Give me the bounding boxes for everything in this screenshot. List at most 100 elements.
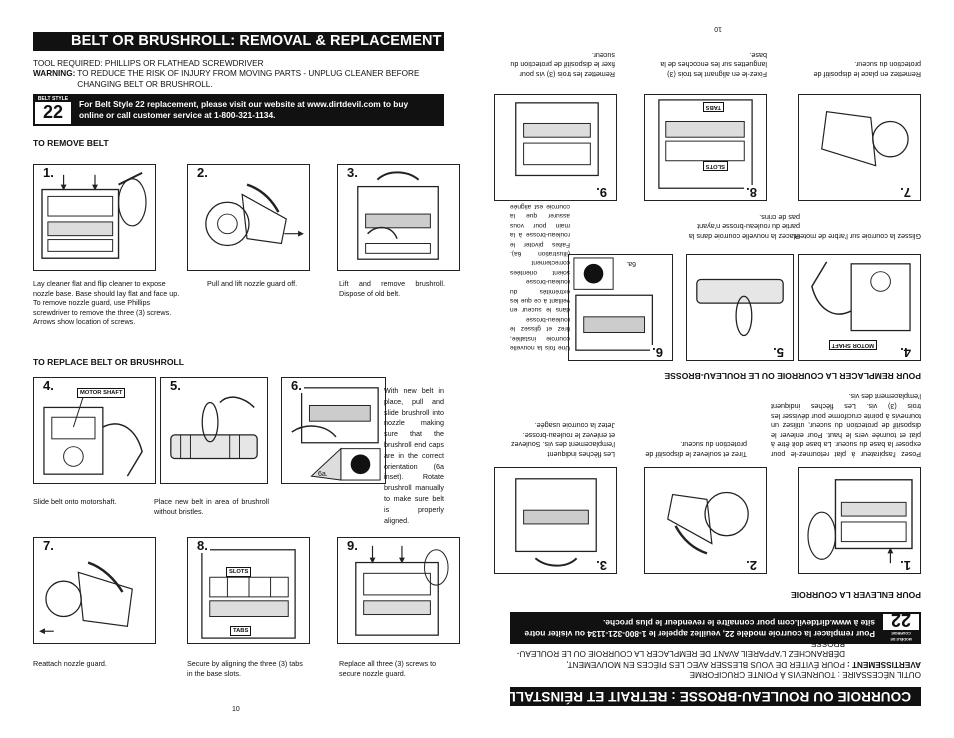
step-3-illustration: 3.	[337, 164, 460, 271]
tool-required: TOOL REQUIRED: PHILLIPS OR FLATHEAD SCRE…	[33, 59, 264, 68]
belt-style-label: BELT STYLE	[35, 96, 71, 102]
motor-shaft-label: MOTOR SHAFT	[77, 388, 126, 398]
step-1-illustration-fr: 1.	[798, 467, 921, 574]
belt-style-label-fr: MODÈLE DE COURROIE	[883, 630, 919, 642]
step-number: 7.	[898, 185, 913, 200]
step-2-text: Pull and lift nozzle guard off.	[207, 279, 298, 288]
step-number: 2.	[744, 558, 759, 573]
belt-info: For Belt Style 22 replacement, please vi…	[79, 99, 409, 120]
step-7-text: Reattach nozzle guard.	[33, 659, 107, 668]
step-9-illustration-fr: 9.	[494, 94, 617, 201]
belt-style-number: 22	[42, 102, 64, 122]
step-5-text-fr: Placez la nouvelle courroie dans la part…	[688, 212, 800, 241]
step-8-text: Secure by aligning the three (3) tabs in…	[187, 659, 303, 678]
step-number: 3.	[345, 165, 360, 180]
replace-screws-drawing-fr	[515, 102, 599, 177]
brushroll-install-drawing-fr	[573, 257, 654, 351]
step-2-illustration-fr: 2.	[644, 467, 767, 574]
tabs-label-fr: TABS	[702, 102, 724, 112]
new-belt-drawing-fr	[696, 278, 784, 337]
replace-screws-drawing	[355, 545, 449, 636]
page-number: 10	[232, 706, 240, 713]
page-title: BELT OR BRUSHROLL: REMOVAL & REPLACEMENT	[33, 32, 444, 51]
step-2-text-fr: Tirez et soulevez le dispositif de prote…	[645, 440, 747, 459]
step-6-illustration: 6. 6a.	[281, 377, 386, 484]
belt-style-badge: BELT STYLE 22	[35, 96, 71, 124]
slots-label: SLOTS	[226, 567, 252, 577]
step-7-illustration-fr: 7.	[798, 94, 921, 201]
step-6-text-fr: Une fois la nouvelle courroie installée,…	[510, 194, 570, 352]
step-7-text-fr: Remettez en place le dispositif de prote…	[813, 60, 921, 79]
step-number: 6.	[289, 378, 304, 393]
step-4-illustration: 4. MOTOR SHAFT	[33, 377, 156, 484]
motor-shaft-drawing	[43, 396, 143, 477]
warning: WARNING: TO REDUCE THE RISK OF INJURY FR…	[33, 69, 444, 90]
step-8-text-fr: Fixez-le en alignant les trois (3) langu…	[660, 50, 767, 79]
step-1-text: Lay cleaner flat and flip cleaner to exp…	[33, 279, 180, 327]
step-8-illustration-fr: 8. SLOTS TABS	[644, 94, 767, 201]
tabs-label: TABS	[230, 626, 252, 636]
brushroll-install-drawing	[291, 387, 381, 481]
tabs-slots-drawing	[201, 549, 296, 639]
brushroll-removal-drawing	[357, 171, 439, 260]
step-4-illustration-fr: 4. MOTOR SHAFT	[798, 254, 921, 361]
remove-heading-fr: POUR ENLEVER LA COURROIE	[790, 590, 921, 600]
step-number: 8.	[744, 185, 759, 200]
warning-text: TO REDUCE THE RISK OF INJURY FROM MOVING…	[77, 69, 420, 89]
step-2-illustration: 2.	[187, 164, 310, 271]
tool-required-fr: OUTIL NÉCESSAIRE : TOURNEVIS À POINTE CR…	[689, 670, 921, 679]
brushroll-removal-drawing-fr	[515, 478, 597, 567]
page-title-fr: COURROIE OU ROULEAU-BROSSE : RETRAIT ET …	[510, 687, 921, 706]
step-5-illustration: 5.	[160, 377, 268, 484]
step-4-text-fr: Glissez la courroie sur l'arbre de moteu…	[792, 232, 921, 241]
step-1-illustration: 1.	[33, 164, 156, 271]
french-page: COURROIE OU ROULEAU-BROSSE : RETRAIT ET …	[477, 0, 954, 738]
step-7-illustration: 7.	[33, 537, 156, 644]
inset-label-fr: 6a.	[626, 260, 636, 267]
remove-heading: TO REMOVE BELT	[33, 138, 109, 148]
belt-style-box: BELT STYLE 22 For Belt Style 22 replacem…	[33, 94, 444, 126]
step-number: 2.	[195, 165, 210, 180]
step-9-text-fr: Remettez les trois (3) vis pour fixer le…	[510, 50, 615, 79]
step-number: 5.	[771, 345, 786, 360]
nozzle-guard-drawing	[205, 183, 304, 247]
step-number: 5.	[168, 378, 183, 393]
step-9-illustration: 9.	[337, 537, 460, 644]
step-number: 9.	[594, 185, 609, 200]
step-number: 1.	[41, 165, 56, 180]
step-4-text: Slide belt onto motorshaft.	[33, 497, 117, 506]
tabs-slots-drawing-fr	[658, 99, 753, 189]
belt-style-box-fr: MODÈLE DE COURROIE 22 Pour remplacer la …	[510, 610, 921, 644]
step-number: 4.	[41, 378, 56, 393]
vacuum-base-drawing	[41, 171, 147, 259]
nozzle-guard-drawing-fr	[667, 491, 749, 555]
reattach-guard-drawing	[39, 561, 133, 635]
slots-label-fr: SLOTS	[702, 161, 728, 171]
step-number: 8.	[195, 538, 210, 553]
step-number: 6.	[650, 345, 665, 360]
step-number: 7.	[41, 538, 56, 553]
step-3-text-fr: Les flèches indiquent l'emplacement des …	[510, 421, 615, 459]
step-number: 9.	[345, 538, 360, 553]
new-belt-drawing	[170, 396, 258, 460]
replace-heading-fr: POUR REMPLACER LA COURROIE OU LE ROULEAU…	[664, 371, 921, 381]
belt-info-fr: Pour remplacer la courroie modèle 22, ve…	[524, 618, 875, 639]
step-6-illustration-fr: 6. 6a.	[568, 254, 673, 361]
warning-label: WARNING:	[33, 69, 76, 78]
english-page: BELT OR BRUSHROLL: REMOVAL & REPLACEMENT…	[33, 32, 460, 713]
inset-label: 6a.	[318, 471, 328, 478]
step-6-text: With new belt in place, pull and slide b…	[384, 386, 444, 525]
step-5-illustration-fr: 5.	[686, 254, 794, 361]
vacuum-base-drawing-fr	[807, 479, 913, 564]
page-number-fr: 10	[714, 25, 722, 32]
step-3-text: Lift and remove brushroll. Dispose of ol…	[339, 279, 445, 298]
belt-style-badge-fr: MODÈLE DE COURROIE 22	[883, 610, 919, 642]
belt-style-number-fr: 22	[890, 610, 912, 630]
step-number: 1.	[898, 558, 913, 573]
motor-shaft-drawing-fr	[811, 261, 911, 332]
step-number: 4.	[898, 345, 913, 360]
step-3-illustration-fr: 3.	[494, 467, 617, 574]
step-number: 3.	[594, 558, 609, 573]
step-1-text-fr: Posez l'aspirateur à plat retournez-le p…	[771, 392, 921, 459]
replace-heading: TO REPLACE BELT OR BRUSHROLL	[33, 357, 185, 367]
